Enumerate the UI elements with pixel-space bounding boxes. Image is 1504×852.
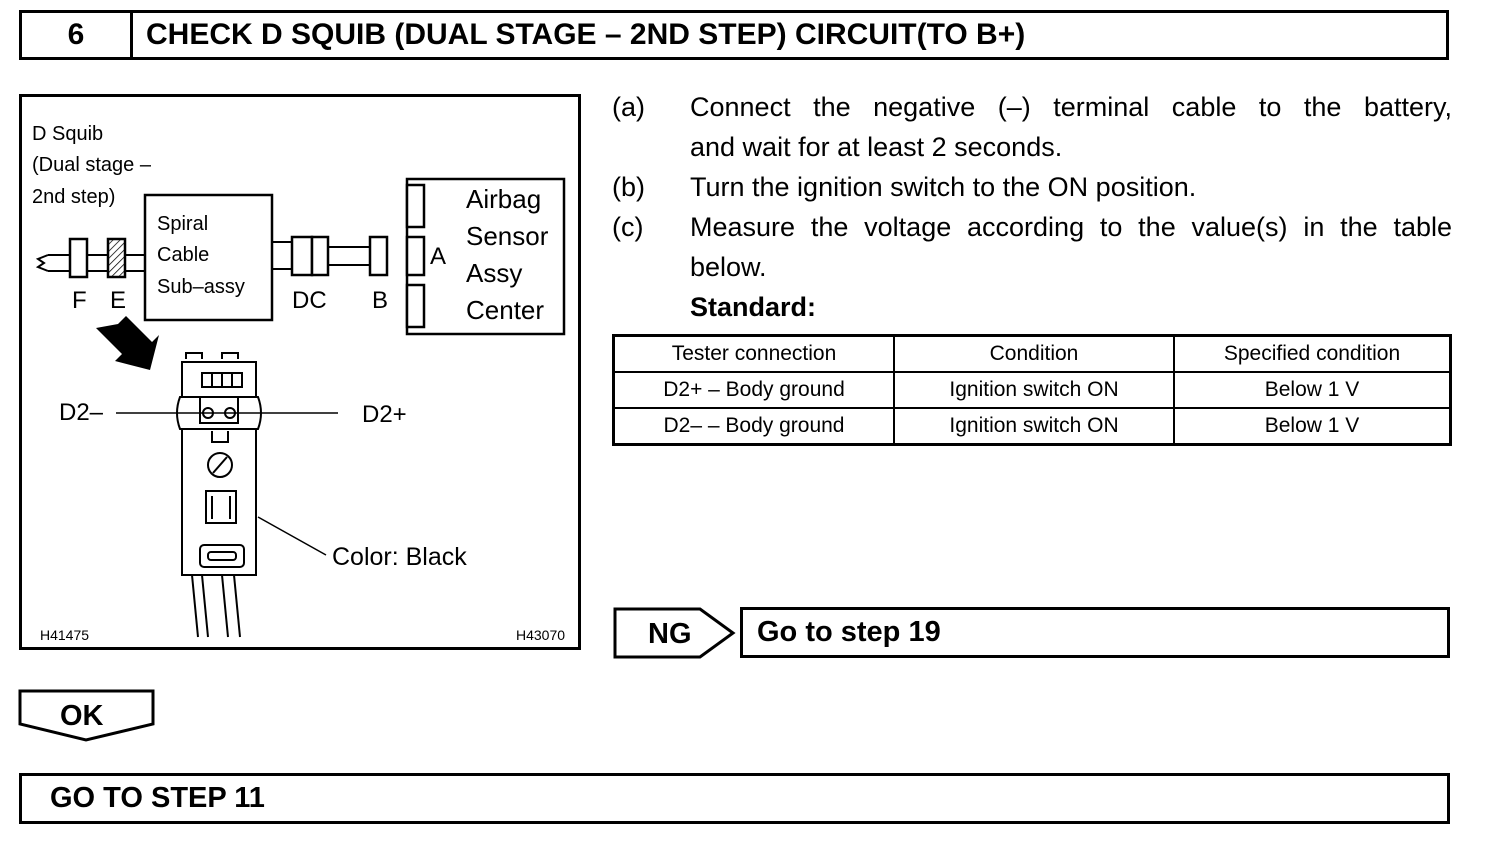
table-cell: Ignition switch ON: [893, 407, 1175, 446]
ng-tag: NG: [613, 607, 736, 659]
connector-e-label: E: [110, 287, 126, 314]
diagram-drawing: D Squib (Dual stage – 2nd step) F E Spir…: [32, 123, 565, 643]
ok-action-box: GO TO STEP 11: [19, 773, 1450, 824]
spiral-label-3: Sub–assy: [157, 276, 245, 298]
step-c-letter: (c): [612, 212, 644, 242]
step-c-line2: below.: [690, 252, 767, 282]
airbag-label-2: Sensor: [466, 221, 549, 251]
connector-dc-label: DC: [292, 287, 327, 314]
table-cell: D2– – Body ground: [612, 407, 895, 446]
connector-diagram: D Squib (Dual stage – 2nd step) F E Spir…: [19, 94, 581, 650]
table-header-cell: Condition: [893, 334, 1175, 373]
squib-label-2: (Dual stage –: [32, 154, 152, 176]
step-a-line2: and wait for at least 2 seconds.: [690, 132, 1063, 162]
table-header-row: Tester connection Condition Specified co…: [612, 334, 1452, 373]
ng-label: NG: [648, 618, 692, 650]
table-header-cell: Tester connection: [612, 334, 895, 373]
airbag-label-3: Assy: [466, 258, 522, 288]
connector-a-label: A: [430, 243, 446, 270]
standard-label: Standard:: [690, 292, 817, 322]
figure-code-right: H43070: [516, 627, 565, 643]
airbag-label-4: Center: [466, 295, 544, 325]
step-a-line1: Connect the negative (–) terminal cable …: [690, 92, 1452, 122]
table-cell: D2+ – Body ground: [612, 371, 895, 409]
spiral-cable-box: [143, 193, 274, 322]
color-note: Color: Black: [332, 543, 467, 571]
connector-e-shape: [106, 237, 127, 279]
connector-b-label: B: [372, 287, 388, 314]
figure-code-left: H41475: [40, 627, 89, 643]
table-header-cell: Specified condition: [1173, 334, 1452, 373]
squib-connector-drawing: [176, 352, 262, 638]
airbag-label-1: Airbag: [466, 184, 541, 214]
step-header: 6 CHECK D SQUIB (DUAL STAGE – 2ND STEP) …: [19, 10, 1449, 60]
connector-dc-shape: [310, 235, 330, 277]
step-b-line1: Turn the ignition switch to the ON posit…: [690, 172, 1197, 202]
connector-f-label: F: [72, 287, 87, 314]
table-row: D2– – Body ground Ignition switch ON Bel…: [612, 407, 1452, 446]
d2-minus-label: D2–: [59, 399, 104, 426]
connector-f-shape: [68, 237, 89, 279]
spec-table: Tester connection Condition Specified co…: [612, 334, 1452, 446]
squib-label-3: 2nd step): [32, 186, 115, 208]
spiral-label-1: Spiral: [157, 213, 208, 235]
table-row: D2+ – Body ground Ignition switch ON Bel…: [612, 371, 1452, 409]
table-cell: Below 1 V: [1173, 407, 1452, 446]
step-a-letter: (a): [612, 92, 645, 122]
table-cell: Below 1 V: [1173, 371, 1452, 409]
d2-plus-label: D2+: [362, 401, 407, 428]
connector-a-shape: [405, 235, 426, 277]
step-c-line1: Measure the voltage according to the val…: [690, 212, 1452, 242]
connector-b-shape: [368, 235, 389, 277]
table-cell: Ignition switch ON: [893, 371, 1175, 409]
ng-action-box: Go to step 19: [740, 607, 1450, 658]
ok-tag: OK: [18, 689, 155, 742]
spiral-label-2: Cable: [157, 244, 209, 266]
ok-label: OK: [60, 700, 104, 732]
step-b-letter: (b): [612, 172, 645, 202]
step-title: CHECK D SQUIB (DUAL STAGE – 2ND STEP) CI…: [146, 18, 1026, 51]
squib-label-1: D Squib: [32, 123, 103, 145]
step-number: 6: [22, 13, 133, 57]
pointer-arrow-icon: [96, 316, 159, 370]
